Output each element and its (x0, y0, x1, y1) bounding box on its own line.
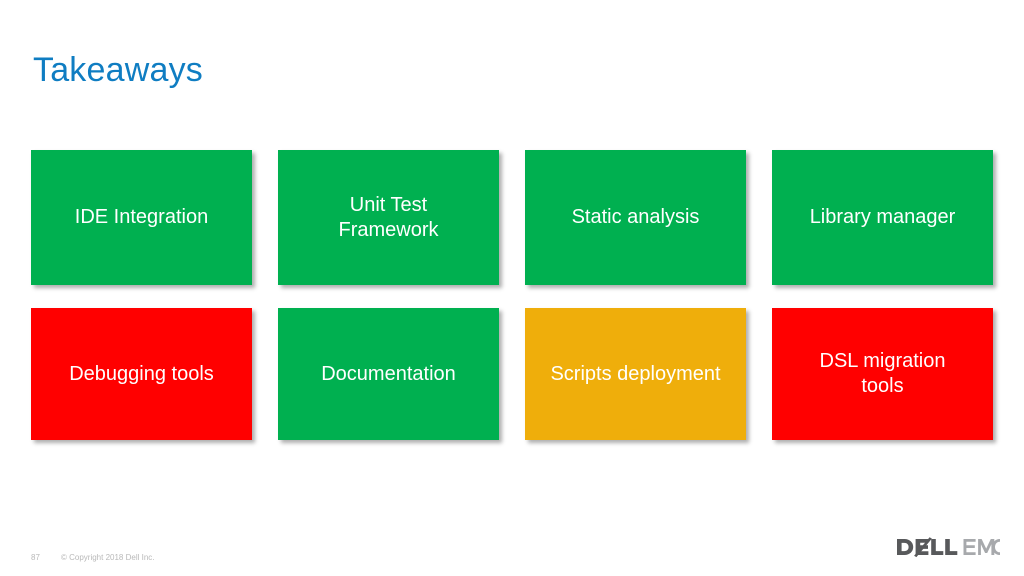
slide-footer: 87 © Copyright 2018 Dell Inc. (0, 537, 1024, 576)
takeaway-card-label: Documentation (321, 362, 456, 385)
takeaway-card-label: Scripts deployment (550, 362, 721, 385)
takeaway-card[interactable]: Documentation (278, 308, 499, 440)
takeaway-card[interactable]: Static analysis (525, 150, 746, 285)
copyright-notice: © Copyright 2018 Dell Inc. (61, 553, 155, 562)
takeaway-card-label: IDE Integration (74, 206, 209, 228)
takeaway-card[interactable]: Library manager (772, 150, 993, 285)
takeaway-card-label: Static analysis (571, 206, 700, 228)
takeaway-card[interactable]: Scripts deployment (525, 308, 746, 440)
takeaway-card-label: Debugging tools (69, 362, 214, 385)
dell-emc-logo (896, 534, 1000, 560)
takeaway-card[interactable]: IDE Integration (31, 150, 252, 285)
takeaway-card[interactable]: Debugging tools (31, 308, 252, 440)
takeaway-card-label: Library manager (809, 206, 956, 228)
page-title: Takeaways (33, 50, 203, 89)
page-number: 87 (31, 553, 40, 562)
